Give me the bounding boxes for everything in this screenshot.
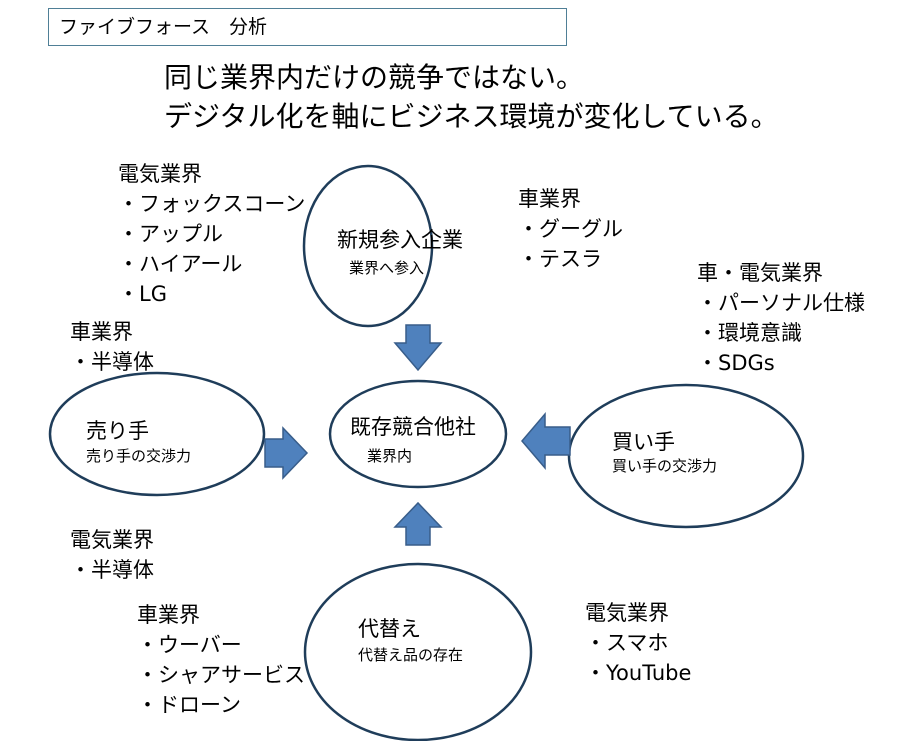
sellers-ellipse bbox=[48, 371, 266, 497]
new-entrants-sub: 業界へ参入 bbox=[349, 259, 425, 277]
sellers-label: 売り手 bbox=[86, 419, 149, 443]
note-item: ・半導体 bbox=[70, 558, 154, 582]
sellers-car-note: 車業界 ・半導体 bbox=[70, 317, 154, 377]
substitutes-electric-note: 電気業界 ・スマホ ・YouTube bbox=[585, 598, 691, 688]
rivals-label: 既存競合他社 bbox=[350, 415, 476, 439]
note-item: ・LG bbox=[118, 282, 167, 306]
new-entrants-ellipse bbox=[302, 164, 434, 328]
rivals-ellipse bbox=[328, 379, 508, 489]
note-item: ・テスラ bbox=[518, 247, 602, 271]
new-entrants-car-note: 車業界 ・グーグル ・テスラ bbox=[518, 184, 623, 274]
note-heading: 車業界 bbox=[518, 187, 581, 211]
note-item: ・シャアサービス bbox=[137, 663, 305, 687]
note-item: ・SDGs bbox=[697, 351, 775, 375]
sellers-sub: 売り手の交渉力 bbox=[86, 447, 192, 465]
arrow-left-buyers bbox=[521, 411, 571, 471]
note-item: ・グーグル bbox=[518, 217, 623, 241]
rivals-sub: 業界内 bbox=[367, 447, 413, 465]
buyers-car-electric-note: 車・電気業界 ・パーソナル仕様 ・環境意識 ・SDGs bbox=[697, 258, 865, 378]
note-item: ・フォックスコーン bbox=[118, 192, 306, 216]
arrow-up-substitutes bbox=[393, 501, 443, 546]
substitutes-label: 代替え bbox=[358, 617, 421, 641]
new-entrants-label: 新規参入企業 bbox=[337, 228, 463, 252]
buyers-ellipse bbox=[567, 383, 805, 529]
page-title: ファイブフォース 分析 bbox=[48, 8, 567, 46]
note-heading: 電気業界 bbox=[70, 528, 154, 552]
note-heading: 車業界 bbox=[70, 320, 133, 344]
note-item: ・半導体 bbox=[70, 350, 154, 374]
note-heading: 電気業界 bbox=[118, 162, 202, 186]
note-heading: 電気業界 bbox=[585, 601, 669, 625]
new-entrants-electric-note: 電気業界 ・フォックスコーン ・アップル ・ハイアール ・LG bbox=[118, 159, 305, 309]
arrow-down-new-entrants bbox=[393, 324, 443, 372]
note-item: ・環境意識 bbox=[697, 321, 802, 345]
buyers-sub: 買い手の交渉力 bbox=[612, 457, 718, 475]
substitutes-car-note: 車業界 ・ウーバー ・シャアサービス ・ドローン bbox=[137, 600, 305, 720]
substitutes-sub: 代替え品の存在 bbox=[358, 646, 464, 664]
note-heading: 車・電気業界 bbox=[697, 261, 823, 285]
note-item: ・ハイアール bbox=[118, 252, 243, 276]
headline-line-2: デジタル化を軸にビジネス環境が変化している。 bbox=[164, 100, 779, 133]
note-heading: 車業界 bbox=[137, 603, 200, 627]
buyers-label: 買い手 bbox=[612, 430, 675, 454]
note-item: ・スマホ bbox=[585, 631, 669, 655]
note-item: ・アップル bbox=[118, 222, 223, 246]
note-item: ・ドローン bbox=[137, 693, 241, 717]
note-item: ・ウーバー bbox=[137, 633, 242, 657]
sellers-electric-note: 電気業界 ・半導体 bbox=[70, 525, 154, 585]
substitutes-ellipse bbox=[303, 562, 533, 741]
headline-line-1: 同じ業界内だけの競争ではない。 bbox=[164, 61, 585, 94]
note-item: ・YouTube bbox=[585, 661, 692, 685]
note-item: ・パーソナル仕様 bbox=[697, 291, 865, 315]
arrow-right-sellers bbox=[264, 426, 309, 480]
